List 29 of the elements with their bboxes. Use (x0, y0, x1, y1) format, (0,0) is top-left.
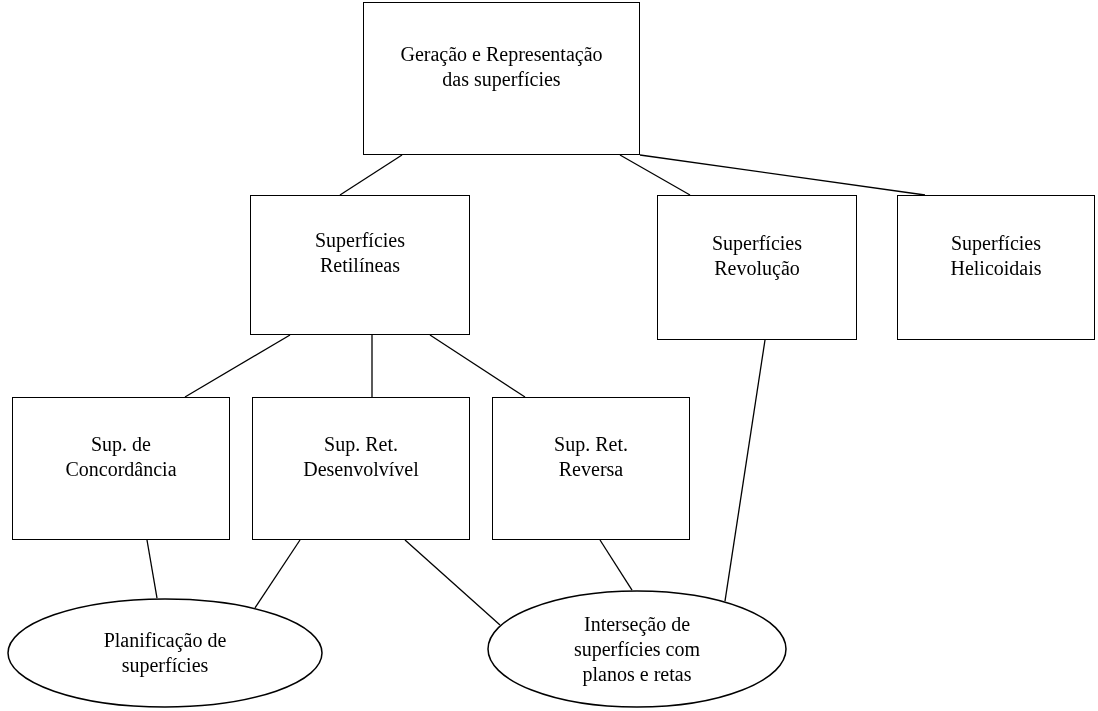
connector-line (371, 334, 373, 398)
node-label: Superfícies Revolução (711, 230, 803, 281)
node-label: Sup. Ret. Reversa (553, 431, 629, 482)
box-node (657, 195, 857, 340)
connector-line (724, 339, 766, 602)
node-label: Planificação de superfícies (102, 628, 228, 678)
box-node (897, 195, 1095, 340)
ellipse-node (7, 598, 323, 708)
connector-line (404, 539, 501, 626)
connector-line (146, 539, 158, 599)
connector-line (619, 154, 691, 196)
node-label: Superfícies Retilíneas (314, 228, 406, 278)
node-label: Sup. Ret. Desenvolvível (302, 431, 420, 482)
node-label: Geração e Representação das superfícies (399, 41, 604, 92)
box-node (12, 397, 230, 540)
box-node (252, 397, 470, 540)
box-node (250, 195, 470, 335)
ellipse-node (487, 590, 787, 708)
connector-line (254, 539, 301, 609)
box-node (492, 397, 690, 540)
connector-line (184, 334, 291, 398)
connector-line (339, 154, 403, 196)
node-label: Interseção de superfícies com planos e retas (572, 611, 702, 687)
node-label: Superfícies Helicoidais (949, 230, 1043, 281)
node-label: Sup. de Concordância (64, 431, 178, 482)
connector-line (429, 334, 526, 398)
box-node (363, 2, 640, 155)
connector-line (639, 154, 926, 196)
connector-line (599, 539, 633, 591)
